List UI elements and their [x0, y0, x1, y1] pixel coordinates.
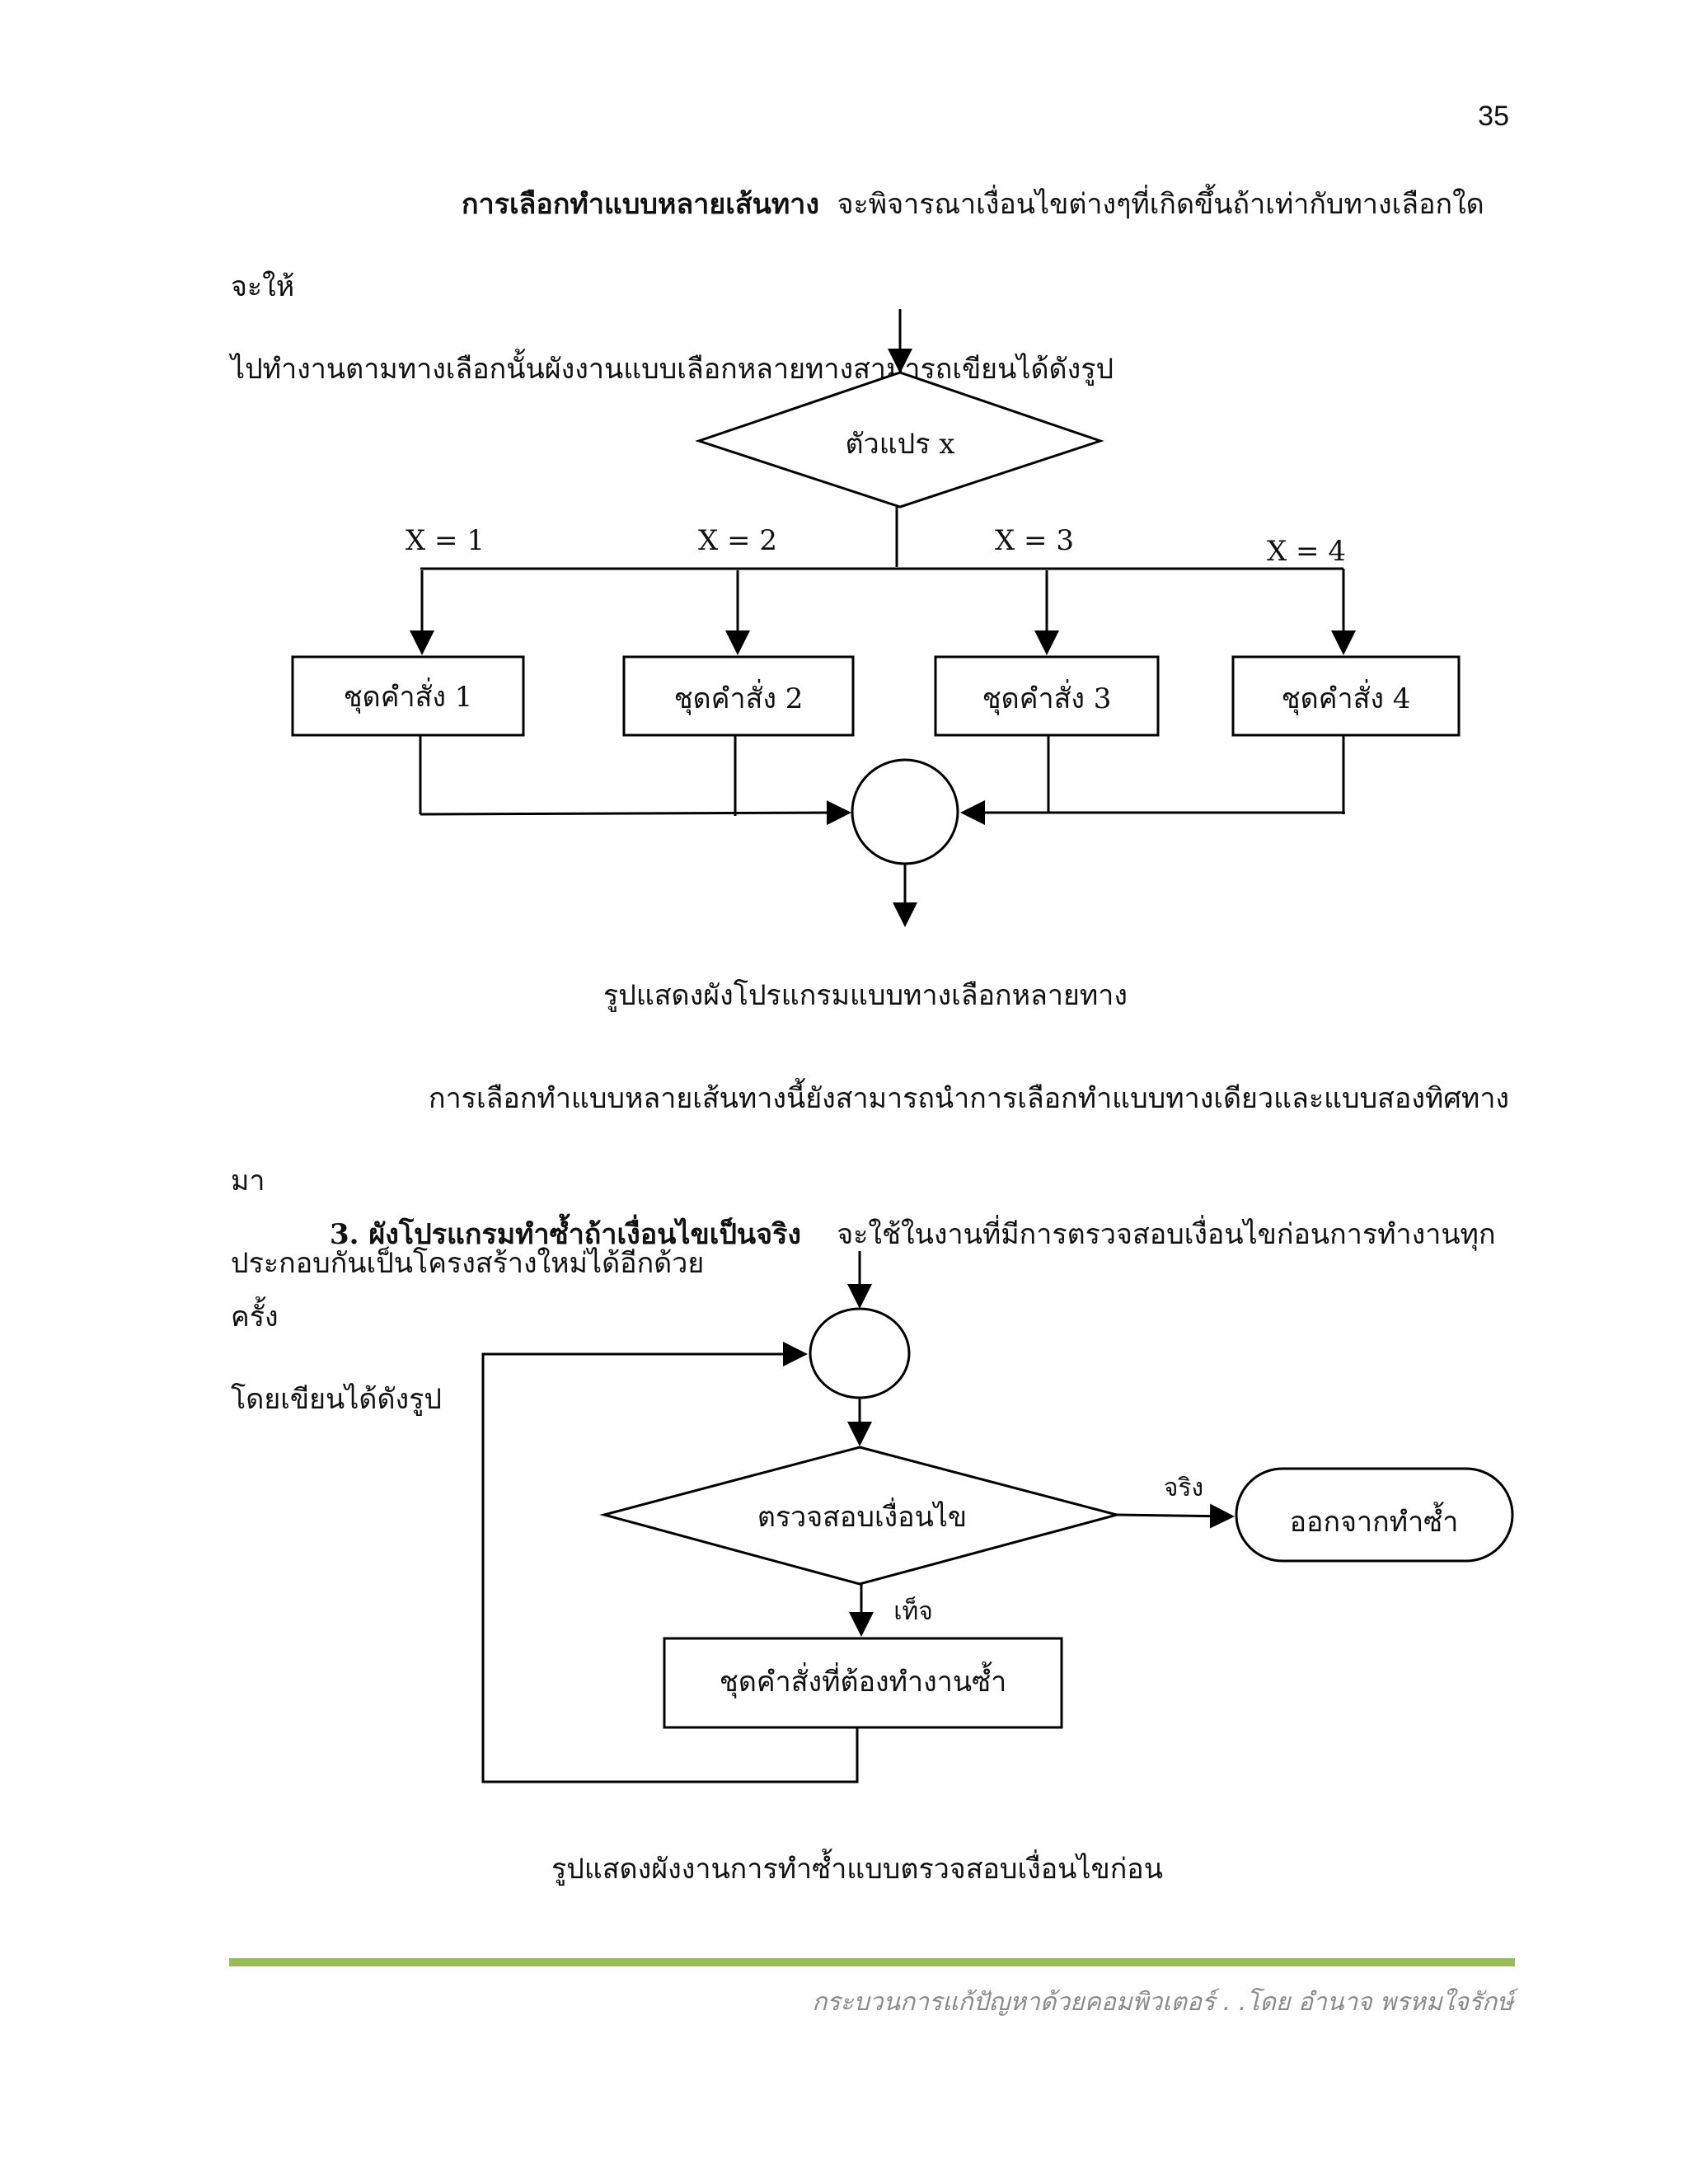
- process-box-4-label: ชุดคำสั่ง 4: [1282, 679, 1411, 715]
- paragraph-combination-line1: การเลือกทำแบบหลายเส้นทางนี้ยังสามารถนำกา…: [231, 1082, 1510, 1197]
- multiway-flowchart-labels: ตัวแปร x X = 1 X = 2 X = 3 X = 4 ชุดคำสั…: [344, 428, 1411, 715]
- loop-process-label: ชุดคำสั่งที่ต้องทำงานซ้ำ: [720, 1661, 1006, 1699]
- paragraph-loop-bold-lead: 3. ผังโปรแกรมทำซ้ำถ้าเงื่อนไขเป็นจริง: [330, 1218, 801, 1251]
- paragraph-combination: การเลือกทำแบบหลายเส้นทางนี้ยังสามารถนำกา…: [231, 1057, 1510, 1305]
- connector-circle: [851, 758, 959, 865]
- process-box-2: [622, 655, 855, 737]
- caption-loop: รูปแสดงผังงานการทำซ้ำแบบตรวจสอบเงื่อนไขก…: [551, 1853, 1163, 1886]
- branch-condition-4: X = 4: [1267, 535, 1346, 568]
- process-box-1: [291, 655, 525, 737]
- process-box-1-label: ชุดคำสั่ง 1: [344, 677, 473, 714]
- paragraph-loop: 3. ผังโปรแกรมทำซ้ำถ้าเงื่อนไขเป็นจริง จะ…: [231, 1193, 1510, 1441]
- caption-multiway: รูปแสดงผังโปรแกรมแบบทางเลือกหลายทาง: [603, 979, 1128, 1012]
- paragraph-multi-path-bold-lead: การเลือกทำแบบหลายเส้นทาง: [462, 188, 819, 221]
- decision-label: ตัวแปร x: [846, 428, 955, 461]
- true-arrow: [1116, 1503, 1235, 1529]
- loop-flowchart: [481, 1251, 1514, 1783]
- loop-process-box: [663, 1637, 1063, 1729]
- footer-text: กระบวนการแก้ปัญหาด้วยคอมพิวเตอร์ . .โดย …: [812, 1988, 1513, 2017]
- true-label: จริง: [1164, 1474, 1203, 1502]
- exit-terminal: [1235, 1467, 1514, 1563]
- merge-arrow-left: [420, 800, 851, 826]
- decision-diamond: [695, 371, 1104, 509]
- process-box-3: [934, 655, 1160, 737]
- false-label: เท็จ: [893, 1596, 933, 1626]
- paragraph-multi-path-line1: จะพิจารณาเงื่อนไขต่างๆที่เกิดขึ้นถ้าเท่า…: [231, 188, 1484, 303]
- exit-terminal-label: ออกจากทำซ้ำ: [1290, 1502, 1459, 1539]
- branch-condition-3: X = 3: [995, 524, 1074, 557]
- paragraph-loop-line2: โดยเขียนได้ดังรูป: [231, 1383, 442, 1416]
- branch-condition-2: X = 2: [698, 524, 777, 557]
- page-number: 35: [1478, 101, 1509, 132]
- loop-decision-label: ตรวจสอบเงื่อนไข: [757, 1497, 967, 1534]
- paragraph-multi-path: การเลือกทำแบบหลายเส้นทาง จะพิจารณาเงื่อน…: [231, 163, 1510, 410]
- process-box-3-label: ชุดคำสั่ง 3: [982, 679, 1112, 715]
- paragraph-loop-line1: จะใช้ในงานที่มีการตรวจสอบเงื่อนไขก่อนการ…: [231, 1218, 1496, 1333]
- paragraph-combination-line2: ประกอบกันเป็นโครงสร้างใหม่ได้อีกด้วย: [231, 1247, 705, 1280]
- footer-rule: [229, 1958, 1515, 1966]
- loop-decision-diamond: [599, 1446, 1122, 1586]
- loop-back-arrow: [481, 1342, 859, 1783]
- loop-flowchart-labels: ตรวจสอบเงื่อนไข จริง ออกจากทำซ้ำ เท็จ ชุ…: [720, 1474, 1459, 1699]
- process-box-2-label: ชุดคำสั่ง 2: [674, 679, 804, 715]
- branch-condition-1: X = 1: [406, 524, 485, 557]
- multiway-flowchart: [291, 309, 1461, 927]
- process-box-4: [1231, 655, 1461, 737]
- paragraph-multi-path-line2: ไปทำงานตามทางเลือกนั้นผังงานแบบเลือกหลาย…: [231, 353, 1114, 386]
